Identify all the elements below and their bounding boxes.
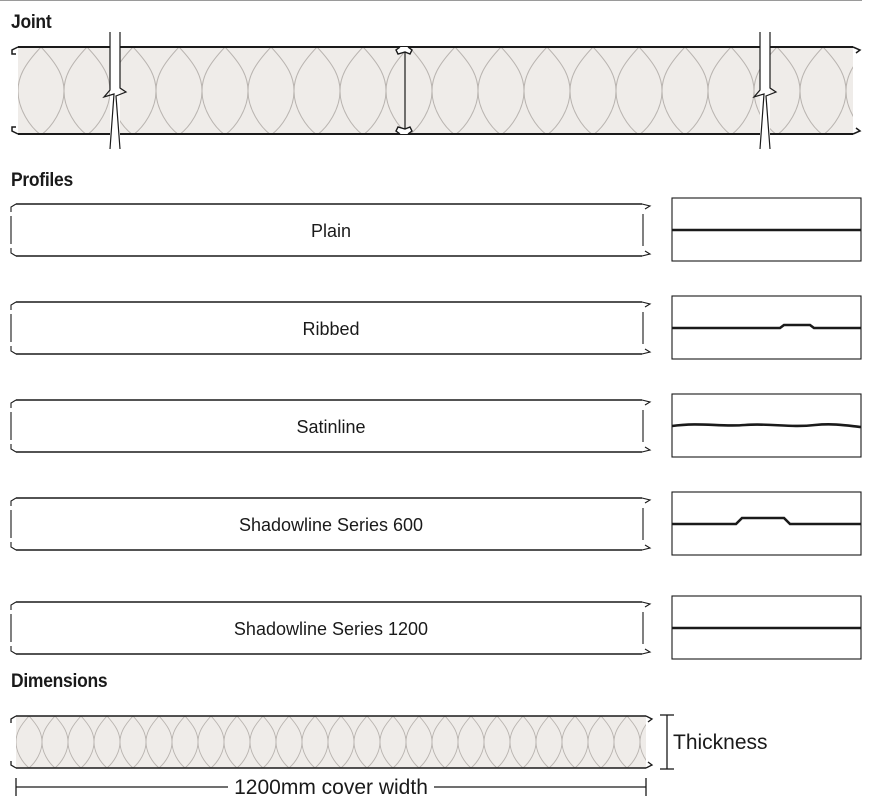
profile-shadowline-series-600: Shadowline Series 600	[10, 491, 862, 556]
dimensions-core-fill	[16, 716, 646, 768]
profile-left-edge	[10, 301, 17, 355]
thickness-label: Thickness	[673, 731, 768, 754]
joint-illustration	[11, 32, 862, 150]
profile-name: Shadowline Series 1200	[234, 619, 428, 639]
dimensions-illustration: Thickness 1200mm cover width	[10, 714, 768, 799]
joint-break-left	[102, 32, 128, 150]
profiles-heading: Profiles	[11, 170, 73, 191]
dimensions-heading: Dimensions	[11, 671, 108, 692]
profile-right-edge	[641, 497, 652, 551]
profile-name: Shadowline Series 600	[239, 515, 423, 535]
joint-left-hook-top	[11, 46, 19, 55]
profile-left-edge	[10, 601, 17, 655]
profile-section-line	[672, 323, 861, 330]
profile-panel-outline	[16, 497, 642, 551]
profile-left-edge	[10, 399, 17, 453]
joint-break-right	[752, 32, 778, 150]
profile-satinline: Satinline	[10, 393, 862, 458]
profile-right-edge	[641, 301, 652, 355]
profile-section-line	[672, 516, 861, 526]
profile-panel-outline	[16, 399, 642, 453]
width-label: 1200mm cover width	[234, 776, 428, 799]
profile-panel-outline	[16, 301, 642, 355]
profile-name: Ribbed	[302, 319, 359, 339]
profile-name: Satinline	[296, 417, 365, 437]
profile-left-edge	[10, 203, 17, 257]
joint-center-seam	[395, 46, 413, 135]
profile-shadowline-series-1200: Shadowline Series 1200	[10, 595, 862, 660]
profile-plain: Plain	[10, 197, 862, 262]
profile-right-edge	[641, 203, 652, 257]
joint-core-fill	[18, 47, 853, 134]
profile-name: Plain	[311, 221, 351, 241]
profile-panel-outline	[16, 601, 642, 655]
profile-section-line	[671, 423, 862, 429]
profile-right-edge	[641, 601, 652, 655]
thickness-dimension-line	[660, 714, 674, 770]
joint-heading: Joint	[11, 12, 52, 33]
profile-panel-outline	[16, 203, 642, 257]
joint-left-hook-bottom	[11, 126, 19, 135]
profile-left-edge	[10, 497, 17, 551]
joint-right-hook-bottom	[852, 127, 862, 135]
top-rule	[0, 0, 862, 1]
joint-right-hook-top	[852, 46, 862, 54]
width-dimension-line	[15, 778, 647, 796]
profile-ribbed: Ribbed	[10, 295, 862, 360]
profile-right-edge	[641, 399, 652, 453]
